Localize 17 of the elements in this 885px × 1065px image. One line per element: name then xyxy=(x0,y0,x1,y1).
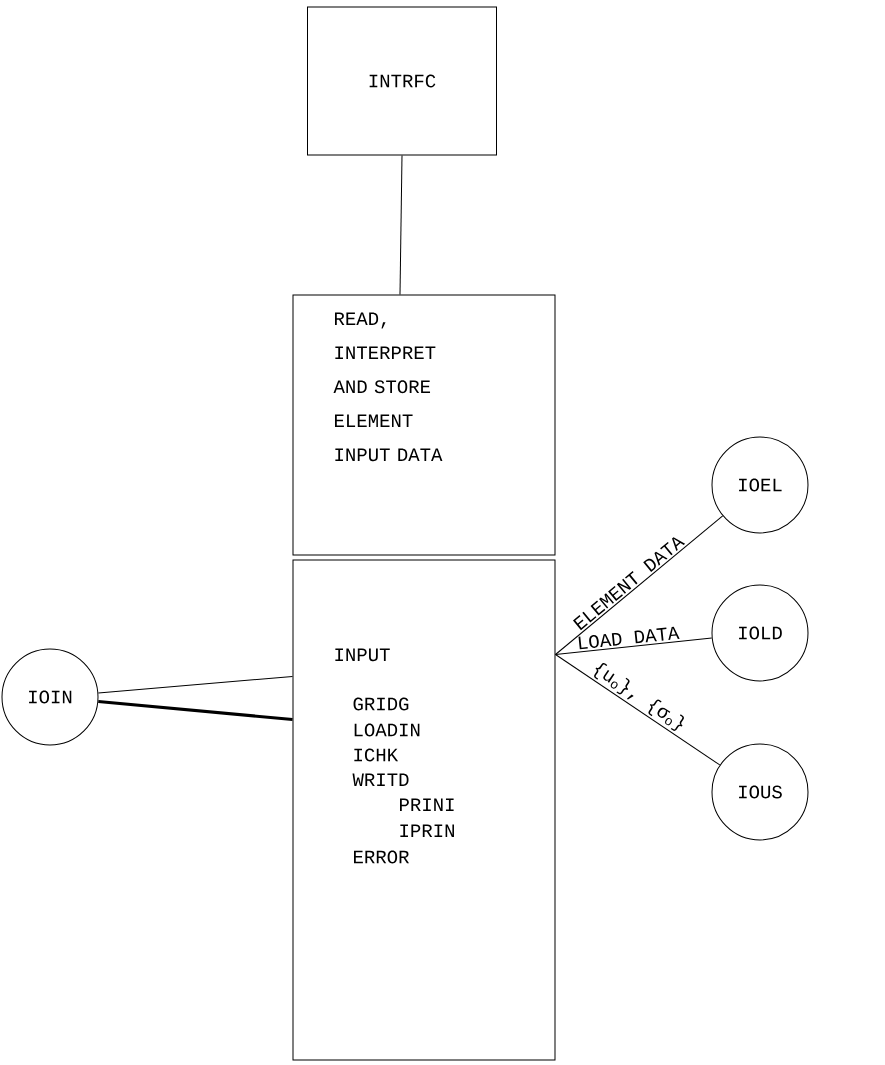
box-text: GRIDG xyxy=(353,697,409,711)
box-text: IPRIN xyxy=(400,824,454,837)
edge-label: {u$_{o}$}, {σ$_{o}$} xyxy=(594,663,684,731)
box-text: INPUT xyxy=(335,648,390,662)
box-text: READ, INTERPRET AND STORE ELEMENT INPUT DATA xyxy=(333,312,443,462)
connector-line xyxy=(555,654,721,766)
box-text: LOADIN xyxy=(354,723,420,737)
box-text: INTRFC xyxy=(369,74,436,88)
connector-line xyxy=(555,515,724,655)
box-text: PRINI xyxy=(400,798,454,811)
connector-line xyxy=(555,637,713,655)
connector-line xyxy=(98,700,293,721)
connector-line xyxy=(97,676,293,694)
box-text: ERROR xyxy=(354,850,409,864)
box-text: WRITD xyxy=(352,773,409,786)
box-text: ICHK xyxy=(354,748,399,762)
connector-line xyxy=(399,155,403,295)
